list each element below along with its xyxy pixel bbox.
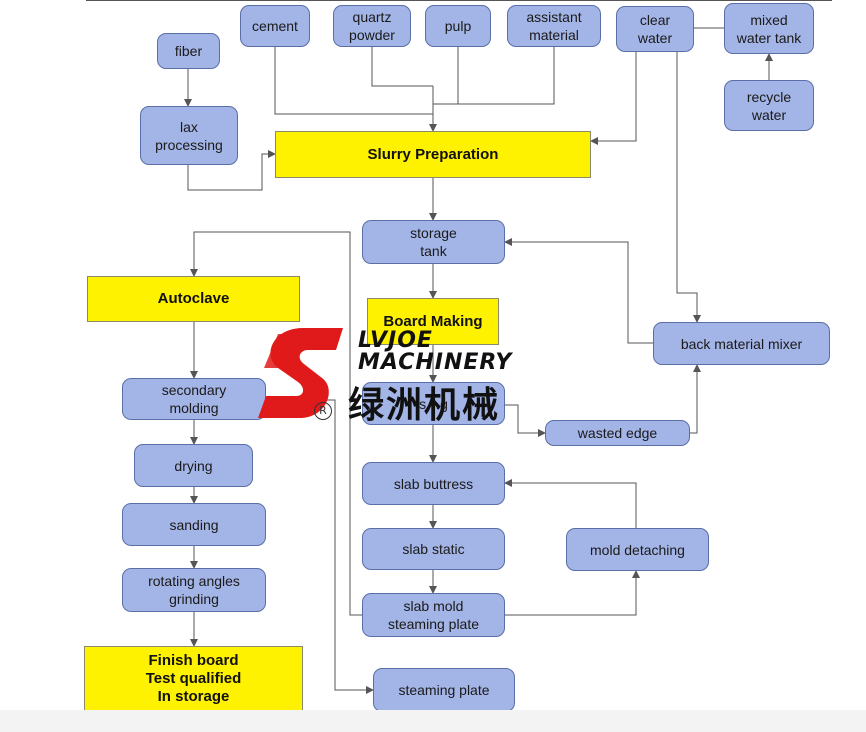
connector-detaching-buttress	[504, 479, 637, 528]
node-slab-cutting: s…g	[362, 382, 505, 425]
node-wasted-edge: wasted edge	[545, 420, 690, 446]
node-assistant-material: assistant material	[507, 5, 601, 47]
node-recycle-water: recycle water	[724, 80, 814, 131]
node-storage-tank: storage tank	[362, 220, 505, 264]
node-rotating-angles-grinding: rotating angles grinding	[122, 568, 266, 612]
connector-cement-slurry	[274, 47, 433, 115]
node-slurry-preparation: Slurry Preparation	[275, 131, 591, 178]
node-cement: cement	[240, 5, 310, 47]
footer-band	[0, 710, 866, 732]
connector-wasted-backmixer	[690, 364, 701, 434]
node-steaming-plate: steaming plate	[373, 668, 515, 712]
node-sanding: sanding	[122, 503, 266, 546]
node-clear-water: clear water	[616, 6, 694, 52]
connector-lax-slurry	[187, 150, 276, 191]
node-pulp: pulp	[425, 5, 491, 47]
connector-assistant-slurry	[458, 47, 555, 105]
connector-mold-detaching	[505, 570, 640, 616]
connector-water-slurry	[590, 52, 637, 145]
node-board-making: Board Making	[367, 298, 499, 345]
node-fiber: fiber	[157, 33, 220, 69]
node-slab-static: slab static	[362, 528, 505, 570]
connector-quartz-slurry	[371, 47, 433, 87]
node-secondary-molding: secondary molding	[122, 378, 266, 420]
node-drying: drying	[134, 444, 253, 487]
node-slab-buttress: slab buttress	[362, 462, 505, 505]
node-autoclave: Autoclave	[87, 276, 300, 322]
node-back-material-mixer: back material mixer	[653, 322, 830, 365]
top-rule	[86, 0, 832, 1]
connector-water-backmixer	[676, 52, 701, 323]
node-quartz-powder: quartz powder	[333, 5, 411, 47]
connector-cut-wasted	[505, 404, 546, 437]
connector-pulp-slurry	[433, 47, 459, 105]
node-slab-mold-steaming-plate: slab mold steaming plate	[362, 593, 505, 637]
node-finish-board: Finish board Test qualified In storage	[84, 646, 303, 712]
connector-plate-autoclave	[190, 231, 362, 616]
node-mold-detaching: mold detaching	[566, 528, 709, 571]
connector-backmixer-storage	[504, 238, 653, 344]
node-mixed-water-tank: mixed water tank	[724, 3, 814, 54]
node-lax-processing: lax processing	[140, 106, 238, 165]
